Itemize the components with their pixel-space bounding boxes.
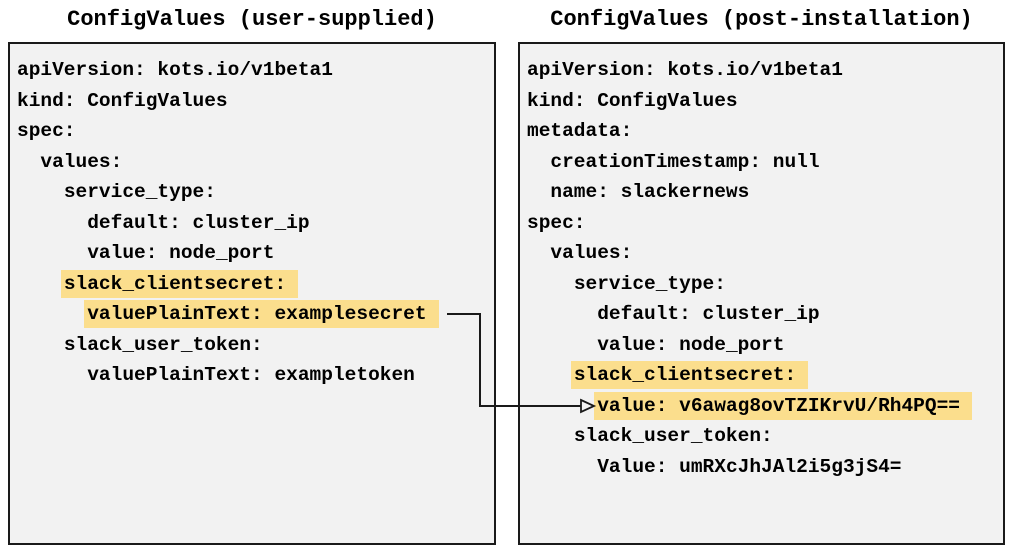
code-line: name: slackernews — [527, 177, 999, 208]
code-block: apiVersion: kots.io/v1beta1 kind: ConfigV… — [10, 44, 494, 391]
code-line: value: node_port — [17, 238, 490, 269]
code-indent — [17, 303, 87, 325]
code-text: creationTimestamp: null — [550, 150, 820, 173]
config-values-post-installation-panel: apiVersion: kots.io/v1beta1 kind: ConfigV… — [518, 42, 1005, 545]
code-text: name: slackernews — [550, 181, 750, 203]
code-line: apiVersion: kots.io/v1beta1 — [17, 55, 490, 86]
code-line: slack_user_token: — [17, 330, 490, 361]
code-text: value: node_port — [87, 242, 275, 264]
code-text: kind: ConfigValues — [17, 89, 228, 112]
code-indent — [527, 242, 550, 264]
code-indent — [527, 303, 597, 325]
code-line: default: cluster_ip — [17, 208, 490, 239]
code-indent — [527, 334, 597, 356]
code-indent — [17, 212, 87, 234]
code-text: slack_user_token: — [573, 425, 773, 447]
code-text: default: cluster_ip — [87, 211, 310, 234]
code-text: service_type: — [63, 181, 216, 203]
code-line: default: cluster_ip — [527, 299, 999, 330]
code-line: service_type: — [527, 269, 999, 300]
code-text: apiVersion: kots.io/v1beta1 — [17, 59, 333, 81]
code-line: Value: umRXcJhJAl2i5g3jS4= — [527, 452, 999, 483]
code-text: apiVersion: kots.io/v1beta1 — [527, 59, 843, 81]
config-values-user-supplied-panel: apiVersion: kots.io/v1beta1 kind: ConfigV… — [8, 42, 496, 545]
code-line: slack_clientsecret: — [17, 269, 490, 300]
code-line: valuePlainText: examplesecret — [17, 299, 490, 330]
code-text: default: cluster_ip — [597, 303, 820, 325]
code-indent — [17, 242, 87, 264]
code-indent — [17, 273, 64, 295]
highlighted-code-text: slack_clientsecret: — [60, 269, 299, 298]
code-line: spec: — [17, 116, 490, 147]
code-line: kind: ConfigValues — [17, 86, 490, 117]
code-indent — [17, 181, 64, 203]
highlighted-code-text: slack_clientsecret: — [570, 361, 809, 389]
code-line: value: node_port — [527, 330, 999, 361]
code-line: values: — [17, 147, 490, 178]
code-indent — [527, 395, 597, 417]
code-indent — [527, 425, 574, 447]
code-text: spec: — [527, 211, 586, 234]
code-indent — [527, 181, 550, 203]
code-indent — [527, 456, 597, 478]
code-text: kind: ConfigValues — [527, 89, 738, 112]
code-indent — [527, 151, 550, 173]
code-line: slack_user_token: — [527, 421, 999, 452]
code-text: service_type: — [573, 272, 726, 295]
code-indent — [527, 364, 574, 386]
code-text: valuePlainText: exampletoken — [87, 364, 415, 386]
code-indent — [17, 151, 40, 173]
code-text: slack_user_token: — [63, 333, 263, 356]
highlighted-code-text: value: v6awag8ovTZIKrvU/Rh4PQ== — [594, 391, 972, 420]
code-line: valuePlainText: exampletoken — [17, 360, 490, 391]
code-text: values: — [40, 150, 123, 173]
code-line: slack_clientsecret: — [527, 360, 999, 391]
code-line: apiVersion: kots.io/v1beta1 — [527, 55, 999, 86]
code-line: value: v6awag8ovTZIKrvU/Rh4PQ== — [527, 391, 999, 422]
code-line: spec: — [527, 208, 999, 239]
code-text: values: — [550, 242, 633, 264]
highlighted-code-text: valuePlainText: examplesecret — [84, 300, 439, 328]
code-line: metadata: — [527, 116, 999, 147]
code-indent — [17, 364, 87, 386]
code-line: kind: ConfigValues — [527, 86, 999, 117]
code-line: creationTimestamp: null — [527, 147, 999, 178]
code-text: value: node_port — [597, 333, 785, 356]
code-indent — [17, 334, 64, 356]
right-panel-title: ConfigValues (post-installation) — [550, 7, 973, 32]
code-indent — [527, 273, 574, 295]
left-panel-title: ConfigValues (user-supplied) — [67, 7, 437, 32]
code-line: values: — [527, 238, 999, 269]
code-text: Value: umRXcJhJAl2i5g3jS4= — [597, 455, 902, 478]
code-text: metadata: — [527, 120, 633, 142]
code-block: apiVersion: kots.io/v1beta1 kind: ConfigV… — [520, 44, 1003, 482]
code-text: spec: — [17, 120, 76, 142]
code-line: service_type: — [17, 177, 490, 208]
